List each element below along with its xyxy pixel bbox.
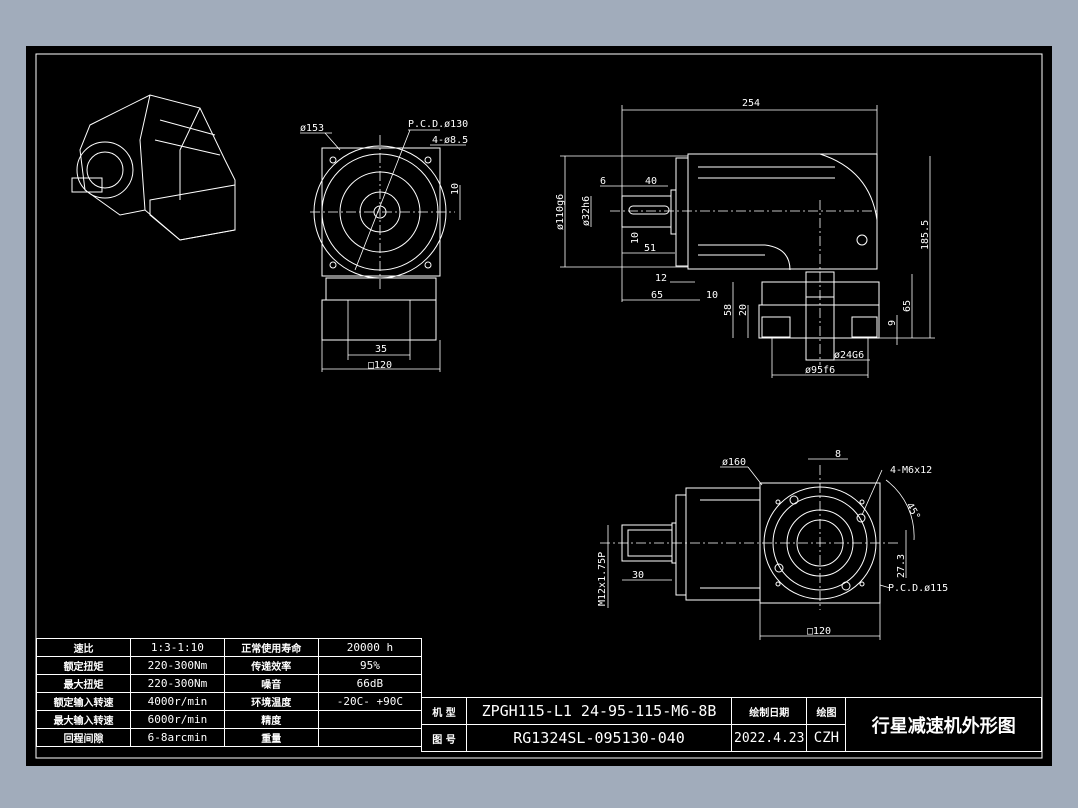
spec-label: 额定扭矩 xyxy=(35,656,132,675)
spec-value xyxy=(317,728,423,747)
drawing-border xyxy=(35,53,1043,759)
spec-value: 6000r/min xyxy=(130,710,225,729)
spec-label: 传递效率 xyxy=(223,656,319,675)
dim-51: 51 xyxy=(644,243,656,254)
spec-value: -20C- +90C xyxy=(317,692,423,711)
dim-sq120: □120 xyxy=(368,360,392,371)
spec-label: 最大输入转速 xyxy=(35,710,132,729)
dim-pcd130: P.C.D.ø130 xyxy=(408,119,468,130)
dim-6: 6 xyxy=(600,176,606,187)
dim-d95: ø95f6 xyxy=(805,365,835,376)
dim-holes: 4-ø8.5 xyxy=(432,135,468,146)
drawer-value: CZH xyxy=(806,724,847,752)
side-view: 254 ø110g6 ø32h6 6 40 10 51 12 65 10 58 … xyxy=(555,98,935,378)
dim-12: 12 xyxy=(655,273,667,284)
spec-value: 6-8arcmin xyxy=(130,728,225,747)
dim-10: 10 xyxy=(450,183,461,195)
date-label: 绘制日期 xyxy=(730,697,808,725)
dim-27-3: 27.3 xyxy=(896,554,907,578)
spec-label: 速比 xyxy=(35,638,132,657)
dim-d153: ø153 xyxy=(300,123,324,134)
spec-value: 4000r/min xyxy=(130,692,225,711)
drawer-label: 绘图 xyxy=(806,697,847,725)
date-value: 2022.4.23 xyxy=(730,724,808,752)
spec-value: 20000 h xyxy=(317,638,423,657)
spec-value xyxy=(317,710,423,729)
dim-sq120b: □120 xyxy=(807,626,831,637)
spec-value: 220-300Nm xyxy=(130,656,225,675)
dim-40: 40 xyxy=(645,176,657,187)
title-block: 机 型 ZPGH115-L1 24-95-115-M6-8B 绘制日期 绘图 行… xyxy=(421,697,1042,752)
drawing-no-label: 图 号 xyxy=(421,724,467,752)
drawing-no-value: RG1324SL-095130-040 xyxy=(466,724,732,752)
model-value: ZPGH115-L1 24-95-115-M6-8B xyxy=(466,697,732,725)
dim-m12: M12x1.75P xyxy=(597,552,608,606)
spec-value: 95% xyxy=(317,656,423,675)
dim-185-5: 185.5 xyxy=(920,220,931,250)
spec-label: 回程间隙 xyxy=(35,728,132,747)
dim-30: 30 xyxy=(632,570,644,581)
spec-value: 1:3-1:10 xyxy=(130,638,225,657)
dim-d24: ø24G6 xyxy=(834,350,864,361)
spec-label: 最大扭矩 xyxy=(35,674,132,693)
dim-d32: ø32h6 xyxy=(581,196,592,226)
dim-pcd115: P.C.D.ø115 xyxy=(888,583,948,594)
dim-holes-m6: 4-M6x12 xyxy=(890,465,932,476)
dim-58: 58 xyxy=(723,304,734,316)
spec-label: 重量 xyxy=(223,728,319,747)
dim-35: 35 xyxy=(375,344,387,355)
front-view: ø153 P.C.D.ø130 4-ø8.5 10 35 □120 xyxy=(300,119,468,372)
spec-value: 66dB xyxy=(317,674,423,693)
dim-65b: 65 xyxy=(902,300,913,312)
model-label: 机 型 xyxy=(421,697,467,725)
dim-254: 254 xyxy=(742,98,760,109)
dim-65: 65 xyxy=(651,290,663,301)
dim-8: 8 xyxy=(835,449,841,460)
spec-label: 精度 xyxy=(223,710,319,729)
spec-label: 额定输入转速 xyxy=(35,692,132,711)
dim-20: 20 xyxy=(738,304,749,316)
drawing-title: 行星减速机外形图 xyxy=(845,697,1042,752)
dim-d160: ø160 xyxy=(722,457,746,468)
spec-label: 正常使用寿命 xyxy=(223,638,319,657)
spec-label: 环境温度 xyxy=(223,692,319,711)
dim-10b: 10 xyxy=(706,290,718,301)
dim-9: 9 xyxy=(887,320,898,326)
dim-10: 10 xyxy=(630,232,641,244)
isometric-view xyxy=(71,94,236,241)
bottom-view: ø160 8 4-M6x12 45° 27.3 P.C.D.ø115 M12x1… xyxy=(597,449,948,640)
dim-d110: ø110g6 xyxy=(555,194,566,230)
spec-value: 220-300Nm xyxy=(130,674,225,693)
spec-label: 噪音 xyxy=(223,674,319,693)
